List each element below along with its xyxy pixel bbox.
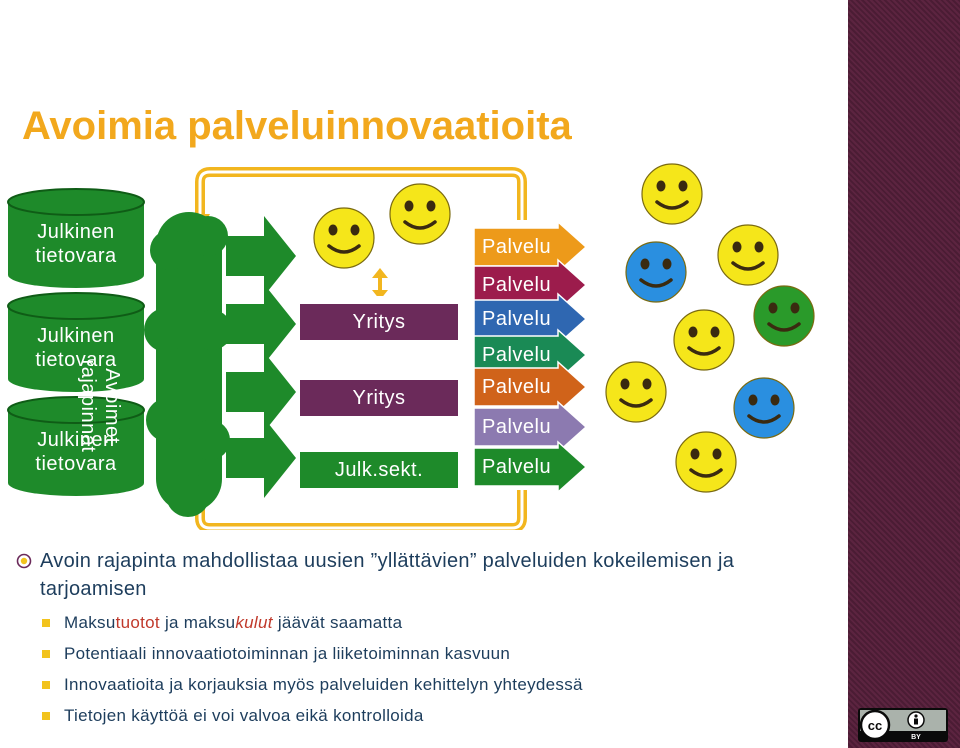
slide-title: Avoimia palveluinnovaatioita [22,104,572,148]
decorative-sidebar [848,0,960,748]
sub-bullet-marker-icon [42,650,50,658]
sub-bullet-4-text: Tietojen käyttöä ei voi valvoa eikä kont… [64,706,424,725]
company-box-1: Yritys [300,304,458,340]
sub-bullet-3-text: Innovaatioita ja korjauksia myös palvelu… [64,675,583,694]
user-smiley-icon [673,309,735,371]
license-badge-text: BY [911,734,921,741]
api-cloud [144,212,232,517]
sub-bullet-marker-icon [42,619,50,627]
sub-bullet-1: Maksutuotot ja maksukulut jäävät saamatt… [16,612,826,634]
service-arrow-6 [473,400,588,454]
user-smiley-icon [389,183,451,245]
users-layer [313,163,815,493]
sub-bullet-2: Potentiaali innovaatiotoiminnan ja liike… [16,643,826,665]
sub-bullet-1-text-b: ja maksu [159,613,236,632]
sub-bullet-3: Innovaatioita ja korjauksia myös palvelu… [16,674,826,696]
user-smiley-icon [625,241,687,303]
user-smiley-icon [717,224,779,286]
service-label-3: Palvelu [482,307,552,330]
service-label-6: Palvelu [482,415,552,438]
source-2-line1: Julkinen [37,325,115,347]
source-1-line1: Julkinen [37,221,115,243]
service-label-2: Palvelu [482,273,552,296]
public-sector-box: Julk.sekt. [300,452,458,488]
service-label-5: Palvelu [482,375,552,398]
api-label-line1: Avoimet [101,368,123,444]
service-arrow-5 [473,360,588,414]
sub-bullet-marker-icon [42,681,50,689]
sub-bullet-4: Tietojen käyttöä ei voi valvoa eikä kont… [16,705,826,727]
user-smiley-icon [675,431,737,493]
sub-bullet-1-text-a: Maksu [64,613,116,632]
service-arrow-7 [473,440,588,494]
sub-bullet-1-text-c: jäävät saamatta [272,613,403,632]
api-arrows [226,216,296,498]
source-3-line1: Julkinen [37,429,115,451]
sub-bullet-marker-icon [42,712,50,720]
service-label-1: Palvelu [482,235,552,258]
bullet-marker-icon [16,553,32,569]
sub-bullet-1-highlight-costs: kulut [235,613,273,632]
user-smiley-icon [733,377,795,439]
api-label-line2: rajapinnat [77,359,99,453]
services-layer [473,220,588,494]
user-smiley-icon [313,207,375,269]
sub-bullet-1-highlight-revenue: tuotot [115,613,160,632]
source-3-line2: tietovara [35,453,117,475]
service-label-4: Palvelu [482,343,552,366]
user-smiley-icon [753,285,815,347]
source-1-line2: tietovara [35,245,117,267]
main-bullet: Avoin rajapinta mahdollistaa uusien ”yll… [16,547,826,603]
user-smiley-icon [641,163,703,225]
cc-by-license-icon: cc BY [858,708,948,742]
service-label-7: Palvelu [482,455,552,478]
company-box-2: Yritys [300,380,458,416]
svg-text:cc: cc [868,718,882,733]
main-bullet-text: Avoin rajapinta mahdollistaa uusien ”yll… [40,550,735,600]
api-label: Avoimet rajapinnat [76,346,124,466]
bottom-feedback-arrow [190,486,527,530]
source-2-line2: tietovara [35,349,117,371]
diagram-canvas [144,163,815,530]
bullet-list: Avoin rajapinta mahdollistaa uusien ”yll… [16,547,826,727]
user-smiley-icon [605,361,667,423]
sub-bullet-2-text: Potentiaali innovaatiotoiminnan ja liike… [64,644,511,663]
